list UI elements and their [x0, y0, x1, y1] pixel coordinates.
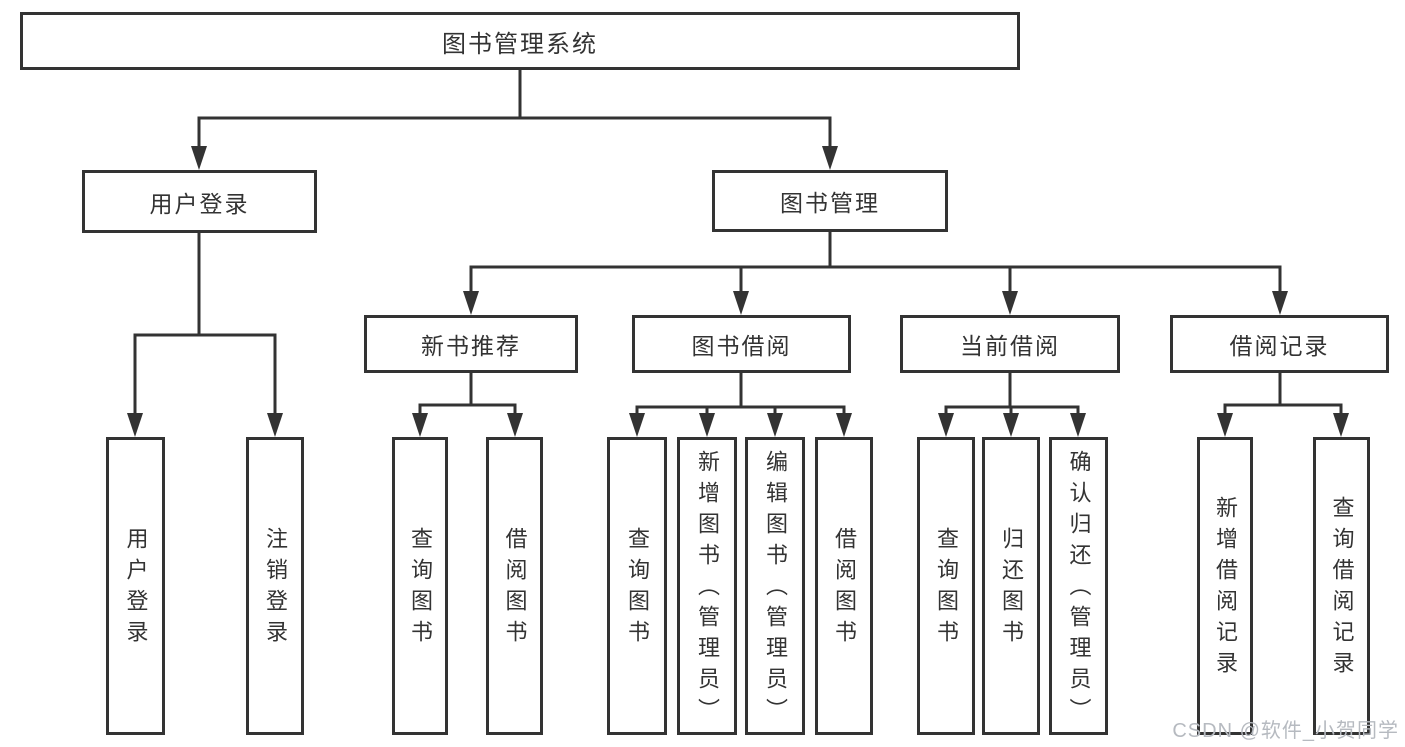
node-current-borrow: 当前借阅 — [900, 315, 1120, 373]
node-new-book-recommend: 新书推荐 — [364, 315, 578, 373]
leaf-records-query-record: 查询借阅记录 — [1313, 437, 1370, 735]
leaf-records-add-record: 新增借阅记录 — [1197, 437, 1253, 735]
node-book-management: 图书管理 — [712, 170, 948, 232]
leaf-current-return-books: 归还图书 — [982, 437, 1040, 735]
leaf-borrow-borrow-books: 借阅图书 — [815, 437, 873, 735]
connector-group — [127, 69, 1349, 437]
node-user-login: 用户登录 — [82, 170, 317, 233]
node-borrow-records: 借阅记录 — [1170, 315, 1389, 373]
leaf-borrow-add-books-admin: 新增图书（管理员） — [677, 437, 737, 735]
leaf-borrow-query-books: 查询图书 — [607, 437, 667, 735]
leaf-borrow-edit-books-admin: 编辑图书（管理员） — [745, 437, 805, 735]
leaf-newbooks-query-books: 查询图书 — [392, 437, 448, 735]
node-book-borrow: 图书借阅 — [632, 315, 851, 373]
leaf-current-confirm-return-admin: 确认归还（管理员） — [1049, 437, 1108, 735]
node-root: 图书管理系统 — [20, 12, 1020, 70]
leaf-user-login: 用户登录 — [106, 437, 165, 735]
leaf-logout: 注销登录 — [246, 437, 304, 735]
leaf-newbooks-borrow-books: 借阅图书 — [486, 437, 543, 735]
leaf-current-query-books: 查询图书 — [917, 437, 975, 735]
csdn-watermark: CSDN @软件_小贺同学 — [1172, 720, 1399, 742]
